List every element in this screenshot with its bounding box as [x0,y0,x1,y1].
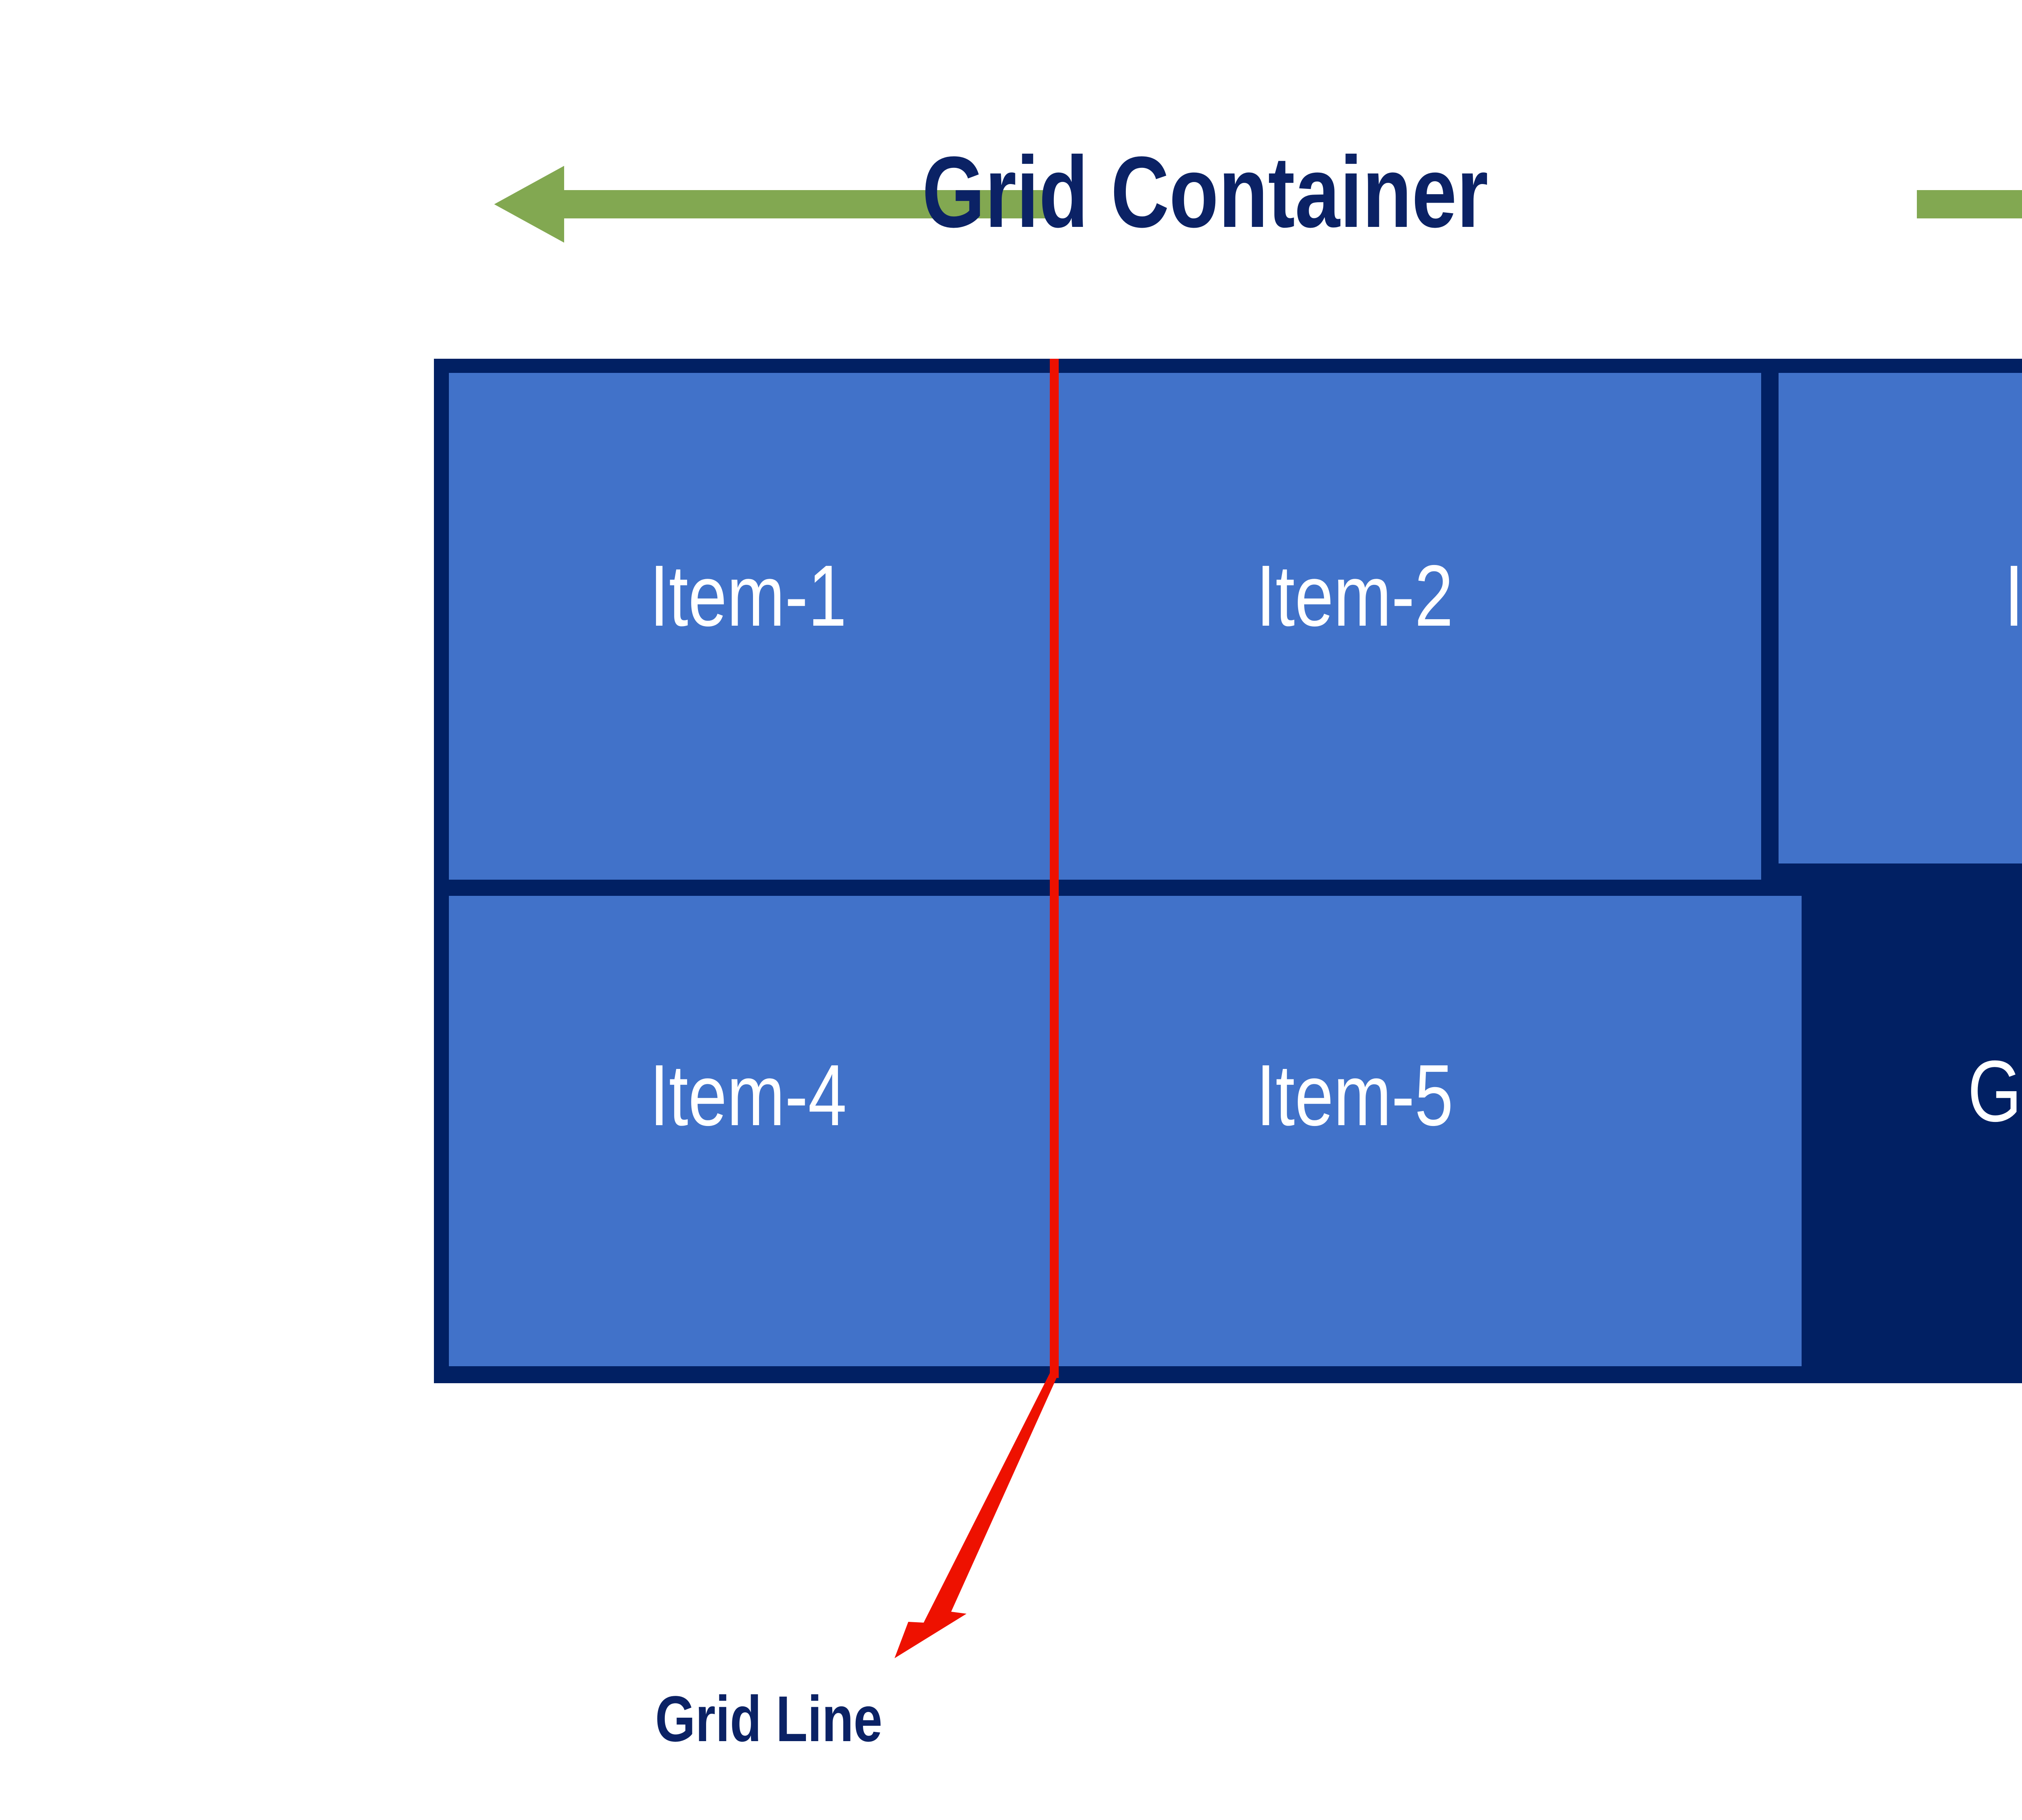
grid-item-4-label: Item-4 [649,1046,847,1144]
grid-line-label: Grid Line [655,1682,882,1755]
grid-cell-item-1-2-block [449,373,1761,880]
grid-cell-item-3-block [1779,373,2022,863]
grid-cell-item-4-5-block [449,896,1802,1366]
grid-item-2-label: Item-2 [1256,547,1453,644]
grid-container-title: Grid Container [922,135,1489,248]
grid-item-1-label: Item-1 [649,547,847,644]
grid-container-arrow-left [494,166,1047,243]
grid-line-indicator [895,359,1059,1658]
grid-item-5-label: Item-5 [1256,1046,1453,1144]
grid-item-3-label: Item-3 [2004,547,2022,644]
grid-cell-label: Grid Cell [1967,1042,2022,1140]
grid-container-arrow-right [1917,190,2022,218]
